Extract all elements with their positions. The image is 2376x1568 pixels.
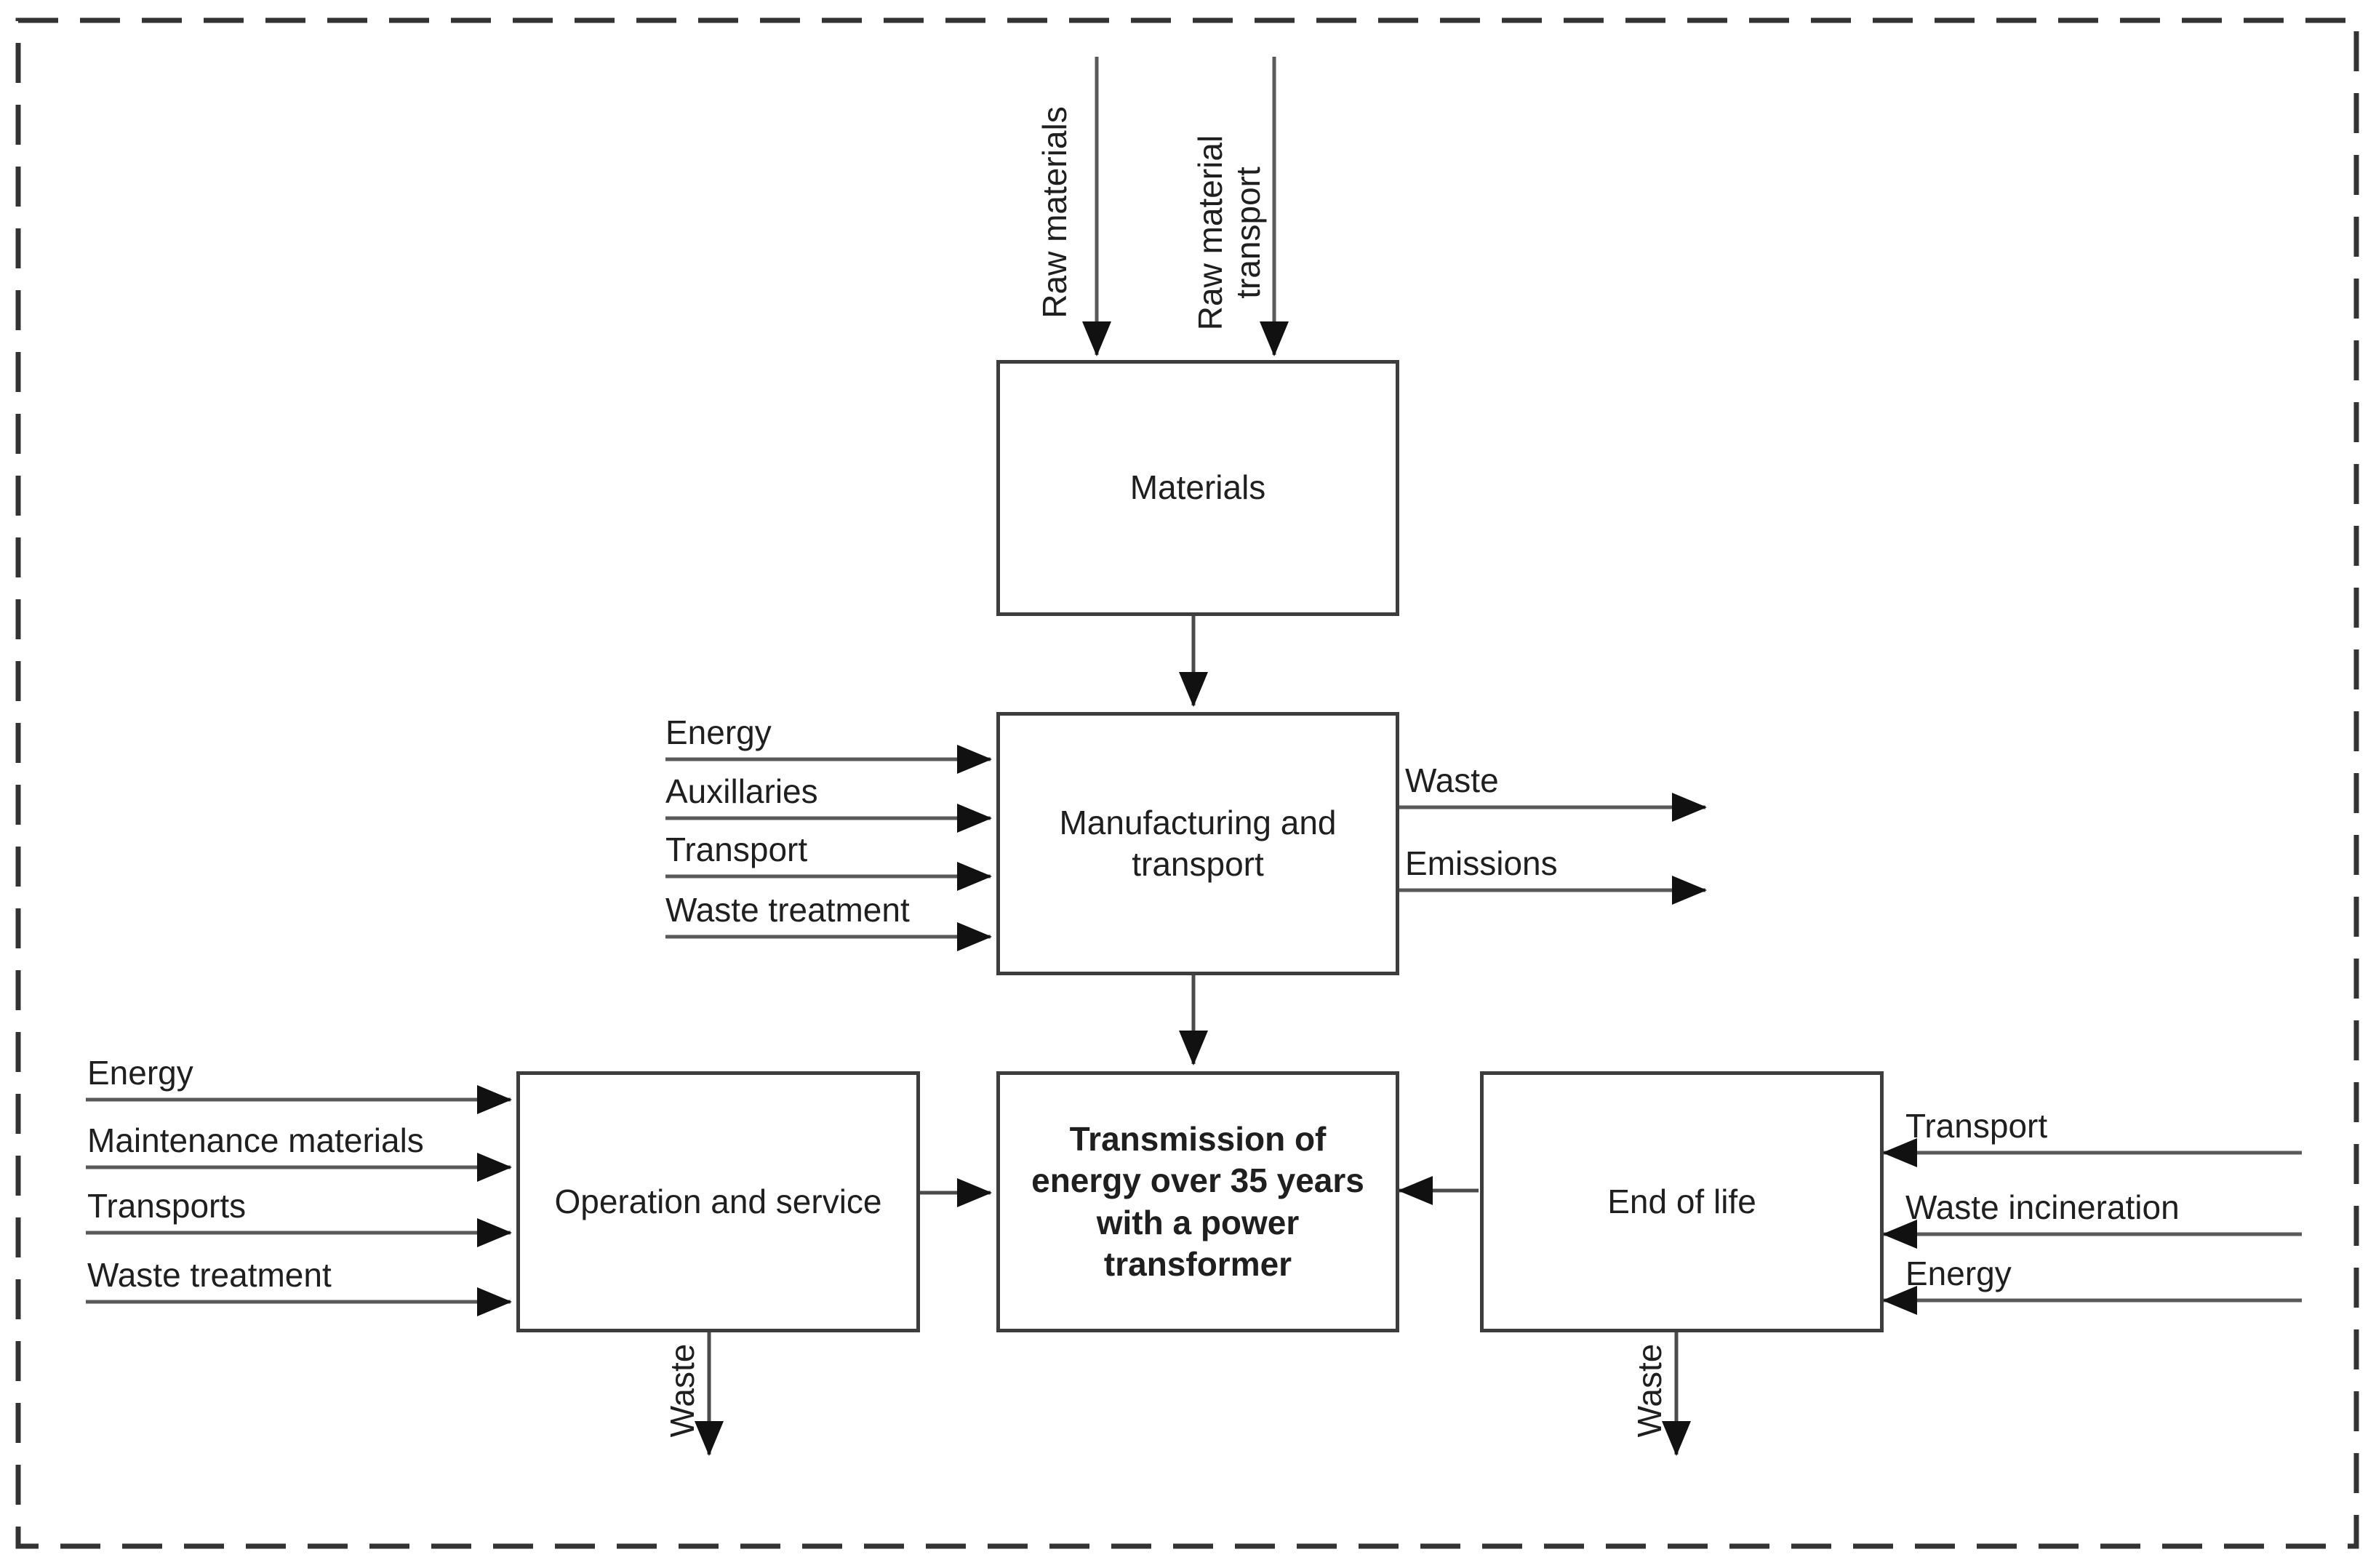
box-transmission-label: Transmission of energy over 35 years wit… <box>1031 1119 1364 1284</box>
box-materials: Materials <box>996 360 1399 616</box>
box-materials-label: Materials <box>1129 468 1266 507</box>
flow-label-eol-waste-down: Waste <box>1631 1343 1668 1438</box>
flow-label-op-waste-treatment: Waste treatment <box>87 1256 332 1294</box>
flow-label-mfg-auxillaries: Auxillaries <box>665 772 818 810</box>
flow-label-mfg-waste-treatment: Waste treatment <box>665 891 910 929</box>
system-boundary-dashed-frame <box>15 17 2359 1549</box>
flow-label-raw-materials: Raw materials <box>1036 106 1073 319</box>
flow-label-mfg-waste-out: Waste <box>1405 761 1499 799</box>
box-transmission: Transmission of energy over 35 years wit… <box>996 1071 1399 1332</box>
flow-label-op-transports: Transports <box>87 1187 247 1225</box>
box-operation: Operation and service <box>516 1071 920 1332</box>
box-end-of-life: End of life <box>1480 1071 1884 1332</box>
box-operation-label: Operation and service <box>554 1182 882 1220</box>
flow-label-mfg-emissions-out: Emissions <box>1405 844 1558 882</box>
flow-label-mfg-transport: Transport <box>665 831 808 868</box>
flow-label-eol-transport: Transport <box>1905 1107 2048 1145</box>
flow-label-op-energy: Energy <box>87 1054 193 1092</box>
box-manufacturing-label: Manufacturing and transport <box>1059 803 1337 884</box>
flow-label-eol-energy: Energy <box>1905 1255 2012 1292</box>
flow-label-eol-waste-incineration: Waste incineration <box>1905 1188 2180 1226</box>
flow-label-raw-material-transport: Raw material transport <box>1191 135 1267 331</box>
flow-label-op-maintenance-materials: Maintenance materials <box>87 1121 424 1159</box>
box-manufacturing: Manufacturing and transport <box>996 712 1399 975</box>
flow-label-operation-waste-down: Waste <box>663 1343 701 1438</box>
flow-label-mfg-energy: Energy <box>665 713 772 751</box>
box-end-of-life-label: End of life <box>1607 1182 1756 1220</box>
